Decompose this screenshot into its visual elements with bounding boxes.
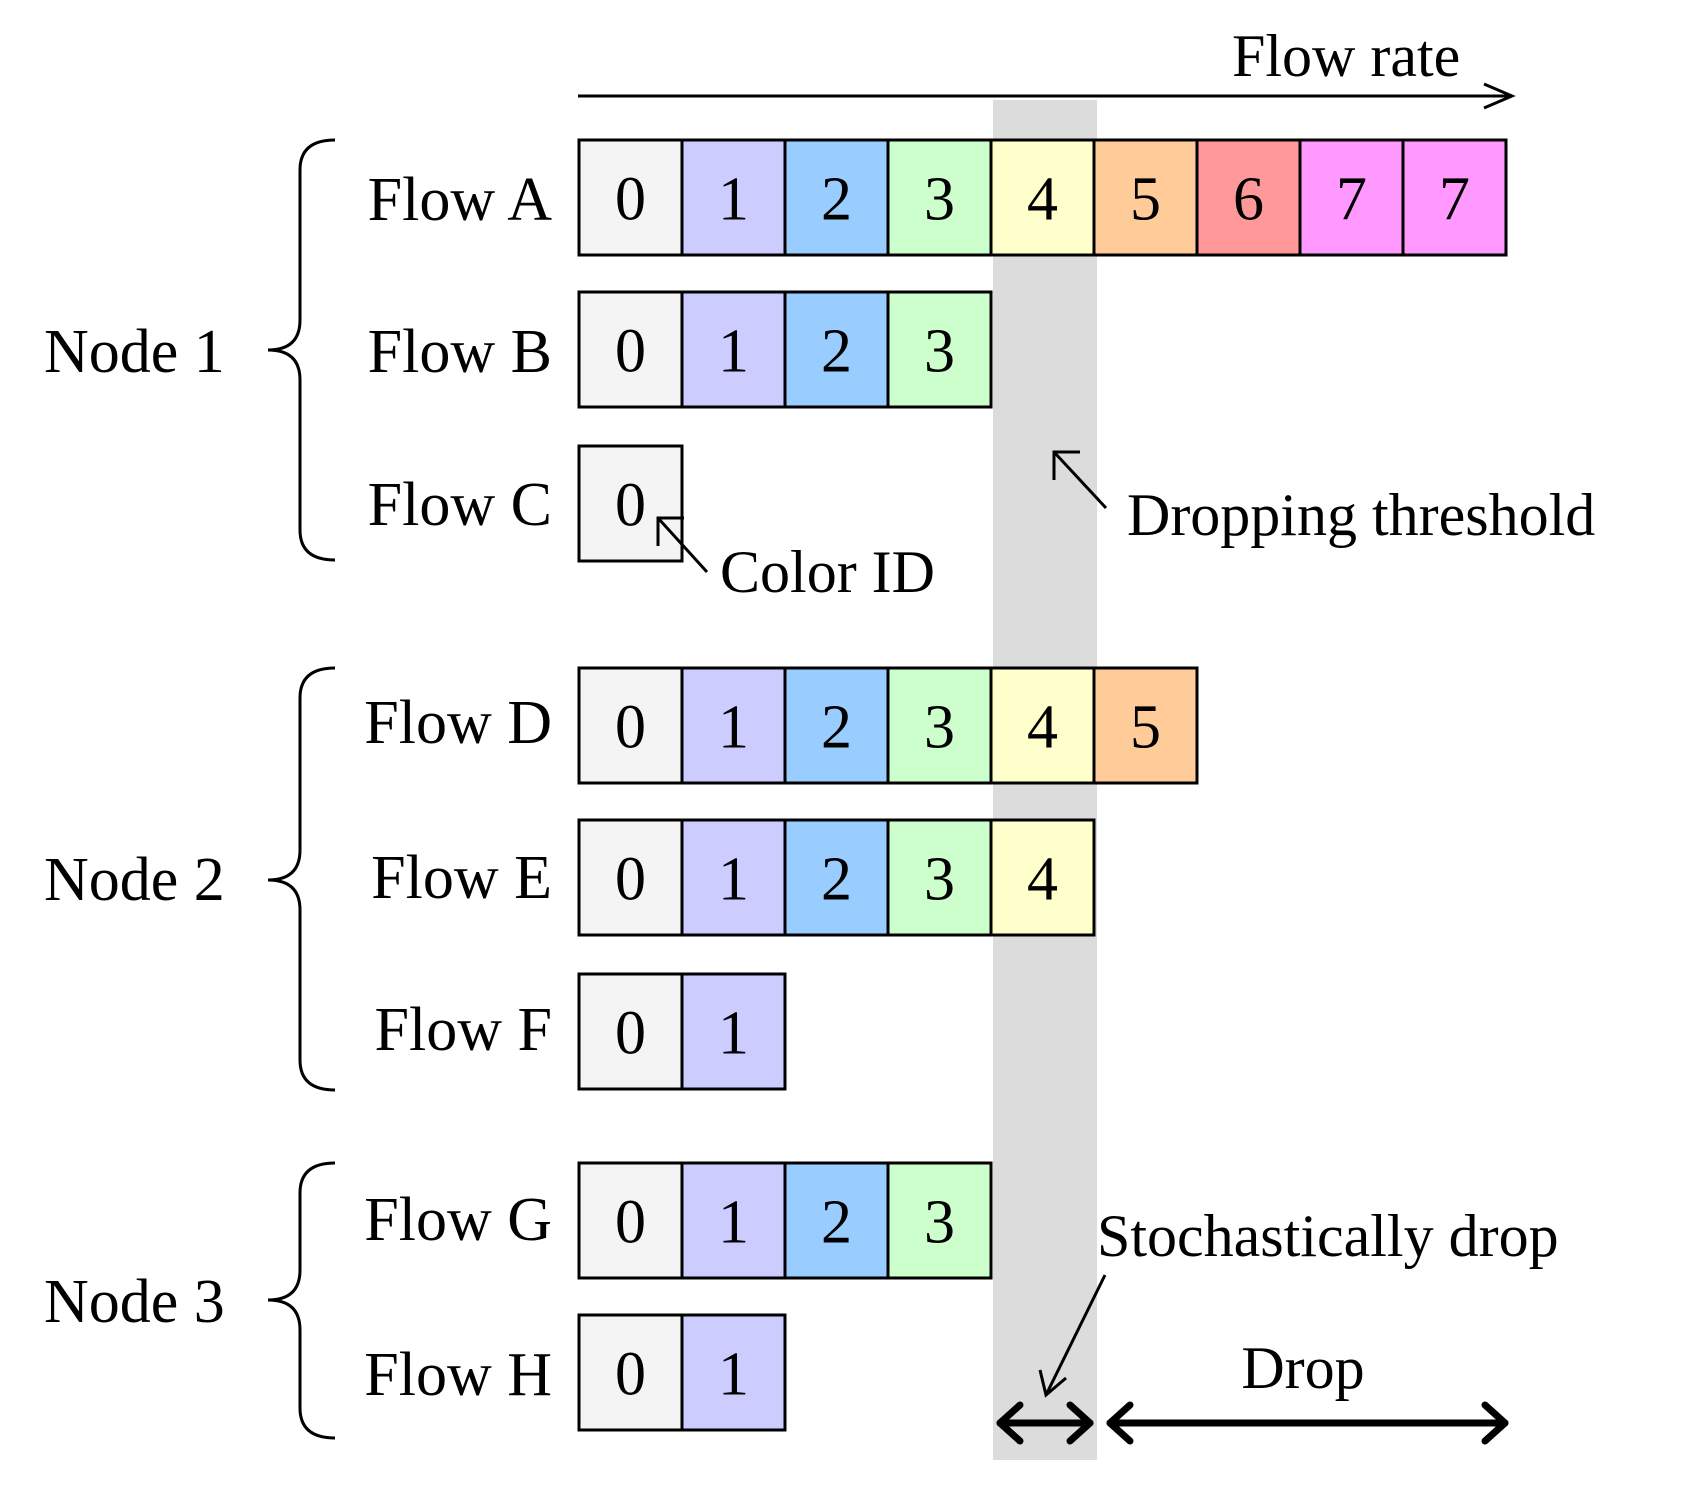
node-1-bracket xyxy=(267,138,336,562)
stochastic-drop-range-arrow xyxy=(996,1401,1094,1445)
flow-h-cell-0-color-id: 0 xyxy=(615,1341,646,1409)
flow-label-b: Flow B xyxy=(368,318,552,386)
flow-a-cell-5-color-id: 5 xyxy=(1130,166,1161,234)
flow-e-cell-3-color-id: 3 xyxy=(924,846,955,914)
flow-f-cell-1 xyxy=(680,972,787,1091)
flow-d-cell-0-color-id: 0 xyxy=(615,694,646,762)
flow-d-cell-4-color-id: 4 xyxy=(1027,694,1058,762)
flow-label-e: Flow E xyxy=(371,844,552,912)
flow-g-cell-3 xyxy=(886,1161,993,1280)
node-3-bracket xyxy=(267,1161,336,1440)
flow-label-c: Flow C xyxy=(368,471,552,539)
flow-label-f: Flow F xyxy=(375,996,552,1064)
flow-b-cell-0-color-id: 0 xyxy=(615,318,646,386)
flow-f-cell-0-color-id: 0 xyxy=(615,1000,646,1068)
flow-d-cell-1 xyxy=(680,666,787,785)
flow-e-cell-0-color-id: 0 xyxy=(615,846,646,914)
node-label-2: Node 2 xyxy=(44,846,225,914)
drop-label: Drop xyxy=(1241,1335,1364,1401)
flow-b-cell-1 xyxy=(680,290,787,409)
flow-g-cell-2-color-id: 2 xyxy=(821,1189,852,1257)
flow-g-cell-3-color-id: 3 xyxy=(924,1189,955,1257)
flow-a-cell-4-color-id: 4 xyxy=(1027,166,1058,234)
flow-e-cell-1-color-id: 1 xyxy=(718,846,749,914)
flow-a-cell-6 xyxy=(1195,138,1302,257)
dropping-threshold-label: Dropping threshold xyxy=(1127,482,1595,548)
flow-e-cell-3 xyxy=(886,818,993,937)
flow-a-cell-0 xyxy=(577,138,684,257)
stochastic-drop-pointer-head xyxy=(1038,1369,1067,1398)
color-id-label: Color ID xyxy=(720,539,935,605)
flow-d-cell-0 xyxy=(577,666,684,785)
flow-b-cell-3 xyxy=(886,290,993,409)
flow-cells: 0 1 2 3 4 5 6 7 7 0 1 2 3 0 0 1 2 3 4 5 0 1 2 3 4 0 1 0 1 2 3 0 1 xyxy=(577,138,1508,1432)
flow-h-cell-1-color-id: 1 xyxy=(718,1341,749,1409)
flow-g-cell-0-color-id: 0 xyxy=(615,1189,646,1257)
flow-g-cell-0 xyxy=(577,1161,684,1280)
flow-g-cell-1-color-id: 1 xyxy=(718,1189,749,1257)
node-2-bracket xyxy=(267,666,336,1092)
flow-d-cell-5 xyxy=(1092,666,1199,785)
flow-e-cell-4 xyxy=(989,818,1096,937)
flow-d-cell-2-color-id: 2 xyxy=(821,694,852,762)
flow-label-h: Flow H xyxy=(364,1341,552,1409)
flow-rate-label: Flow rate xyxy=(1232,23,1460,89)
color-id-pointer-head xyxy=(656,516,684,546)
flow-d-cell-5-color-id: 5 xyxy=(1130,694,1161,762)
flow-label-g: Flow G xyxy=(364,1186,552,1254)
flow-e-cell-1 xyxy=(680,818,787,937)
drop-range-arrow xyxy=(1106,1401,1509,1445)
dropping-threshold-pointer xyxy=(1052,450,1108,510)
flow-c-cell-0 xyxy=(577,444,684,563)
flow-g-cell-2 xyxy=(783,1161,890,1280)
node-label-1: Node 1 xyxy=(44,318,225,386)
flow-f-cell-0 xyxy=(577,972,684,1091)
flow-a-cell-5 xyxy=(1092,138,1199,257)
dropping-threshold-pointer-head xyxy=(1052,450,1080,480)
flow-b-cell-2-color-id: 2 xyxy=(821,318,852,386)
flow-d-cell-1-color-id: 1 xyxy=(718,694,749,762)
flow-f-cell-1-color-id: 1 xyxy=(718,1000,749,1068)
flow-label-d: Flow D xyxy=(364,689,552,757)
flow-a-cell-1 xyxy=(680,138,787,257)
flow-a-cell-8 xyxy=(1401,138,1508,257)
flow-d-cell-2 xyxy=(783,666,890,785)
flow-e-cell-2-color-id: 2 xyxy=(821,846,852,914)
flow-a-cell-0-color-id: 0 xyxy=(615,166,646,234)
flow-g-cell-1 xyxy=(680,1161,787,1280)
flow-d-cell-3 xyxy=(886,666,993,785)
flow-a-cell-8-color-id: 7 xyxy=(1439,166,1470,234)
flow-d-cell-3-color-id: 3 xyxy=(924,694,955,762)
flow-label-a: Flow A xyxy=(368,166,553,234)
flow-h-cell-1 xyxy=(680,1313,787,1432)
flow-a-cell-3-color-id: 3 xyxy=(924,166,955,234)
flow-a-cell-6-color-id: 6 xyxy=(1233,166,1264,234)
flow-b-cell-2 xyxy=(783,290,890,409)
flow-e-cell-0 xyxy=(577,818,684,937)
flow-e-cell-4-color-id: 4 xyxy=(1027,846,1058,914)
stochastic-drop-label: Stochastically drop xyxy=(1097,1203,1559,1269)
stochastic-drop-pointer xyxy=(1044,1274,1107,1396)
node-label-3: Node 3 xyxy=(44,1268,225,1336)
flow-e-cell-2 xyxy=(783,818,890,937)
flow-a-cell-2-color-id: 2 xyxy=(821,166,852,234)
flow-a-cell-7 xyxy=(1298,138,1405,257)
flow-b-cell-1-color-id: 1 xyxy=(718,318,749,386)
flow-a-cell-1-color-id: 1 xyxy=(718,166,749,234)
flow-rate-arrowhead xyxy=(1483,82,1516,110)
flow-b-cell-3-color-id: 3 xyxy=(924,318,955,386)
color-id-pointer xyxy=(656,516,709,574)
flow-c-cell-0-color-id: 0 xyxy=(615,472,646,540)
flow-a-cell-7-color-id: 7 xyxy=(1336,166,1367,234)
